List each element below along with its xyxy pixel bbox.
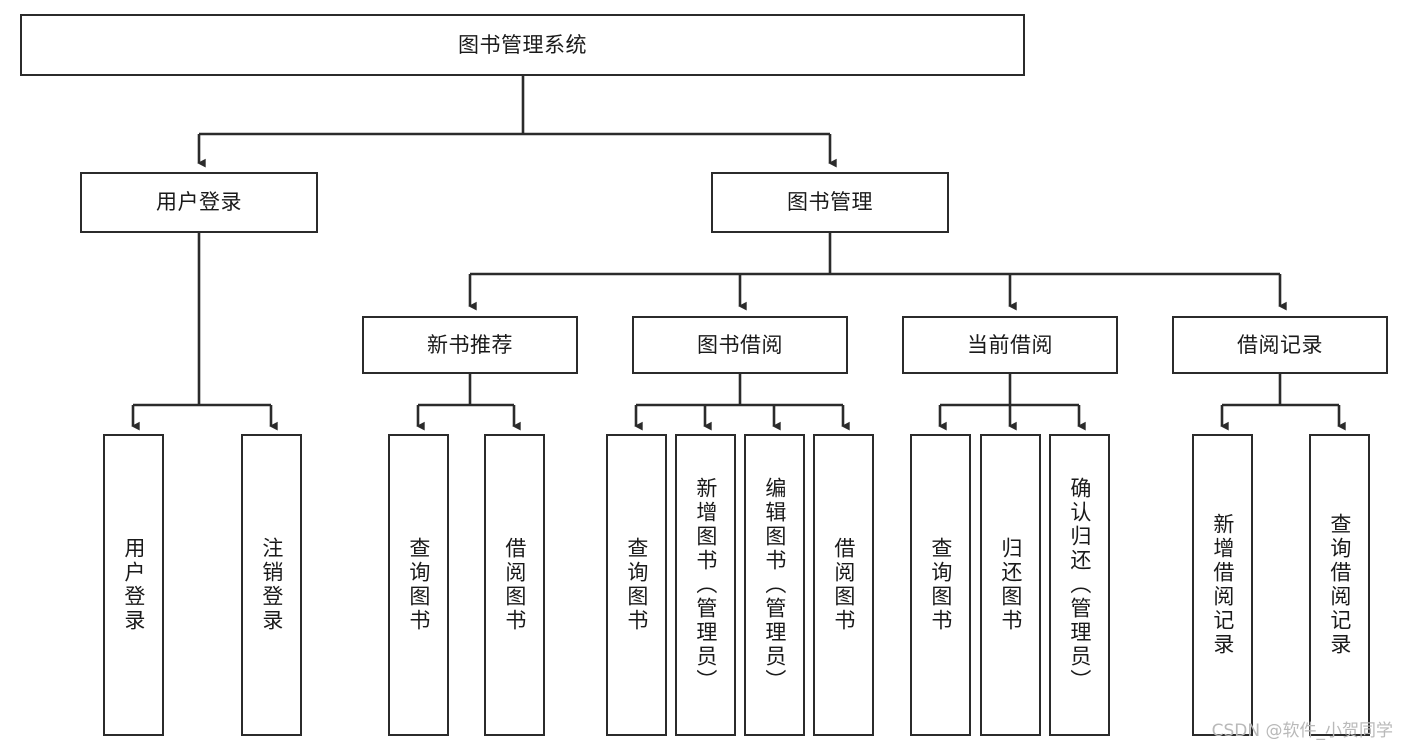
leaf-borrow-book-2-label: 借阅图书 <box>831 537 856 633</box>
leaf-query-book-1[interactable]: 查询图书 <box>388 434 449 736</box>
leaf-return-book[interactable]: 归还图书 <box>980 434 1041 736</box>
node-book-borrow-label: 图书借阅 <box>697 332 783 357</box>
leaf-borrow-book-1[interactable]: 借阅图书 <box>484 434 545 736</box>
leaf-query-record-label: 查询借阅记录 <box>1327 513 1352 657</box>
leaf-borrow-book-1-label: 借阅图书 <box>502 537 527 633</box>
leaf-user-logout-label: 注销登录 <box>259 537 284 633</box>
leaf-edit-book-label: 编辑图书（管理员） <box>762 477 787 693</box>
node-borrow-record-label: 借阅记录 <box>1237 332 1323 357</box>
leaf-query-book-2[interactable]: 查询图书 <box>606 434 667 736</box>
node-current-borrow[interactable]: 当前借阅 <box>902 316 1118 374</box>
node-current-borrow-label: 当前借阅 <box>967 332 1053 357</box>
node-root-label: 图书管理系统 <box>458 32 587 57</box>
leaf-return-book-label: 归还图书 <box>998 537 1023 633</box>
leaf-query-record[interactable]: 查询借阅记录 <box>1309 434 1370 736</box>
node-new-book-recommend[interactable]: 新书推荐 <box>362 316 578 374</box>
leaf-user-logout[interactable]: 注销登录 <box>241 434 302 736</box>
node-book-borrow[interactable]: 图书借阅 <box>632 316 848 374</box>
node-root[interactable]: 图书管理系统 <box>20 14 1025 76</box>
leaf-add-record[interactable]: 新增借阅记录 <box>1192 434 1253 736</box>
node-user-login-label: 用户登录 <box>156 190 242 215</box>
leaf-query-book-3[interactable]: 查询图书 <box>910 434 971 736</box>
node-book-management[interactable]: 图书管理 <box>711 172 949 233</box>
leaf-confirm-return-label: 确认归还（管理员） <box>1067 477 1092 693</box>
node-book-management-label: 图书管理 <box>787 190 873 215</box>
node-user-login[interactable]: 用户登录 <box>80 172 318 233</box>
node-new-book-recommend-label: 新书推荐 <box>427 332 513 357</box>
leaf-query-book-1-label: 查询图书 <box>406 537 431 633</box>
leaf-borrow-book-2[interactable]: 借阅图书 <box>813 434 874 736</box>
leaf-user-login-label: 用户登录 <box>121 537 146 633</box>
leaf-add-book[interactable]: 新增图书（管理员） <box>675 434 736 736</box>
leaf-add-record-label: 新增借阅记录 <box>1210 513 1235 657</box>
leaf-confirm-return[interactable]: 确认归还（管理员） <box>1049 434 1110 736</box>
leaf-query-book-2-label: 查询图书 <box>624 537 649 633</box>
csdn-watermark: CSDN @软件_小贺同学 <box>1211 721 1393 741</box>
leaf-edit-book[interactable]: 编辑图书（管理员） <box>744 434 805 736</box>
node-borrow-record[interactable]: 借阅记录 <box>1172 316 1388 374</box>
leaf-add-book-label: 新增图书（管理员） <box>693 477 718 693</box>
leaf-query-book-3-label: 查询图书 <box>928 537 953 633</box>
leaf-user-login[interactable]: 用户登录 <box>103 434 164 736</box>
